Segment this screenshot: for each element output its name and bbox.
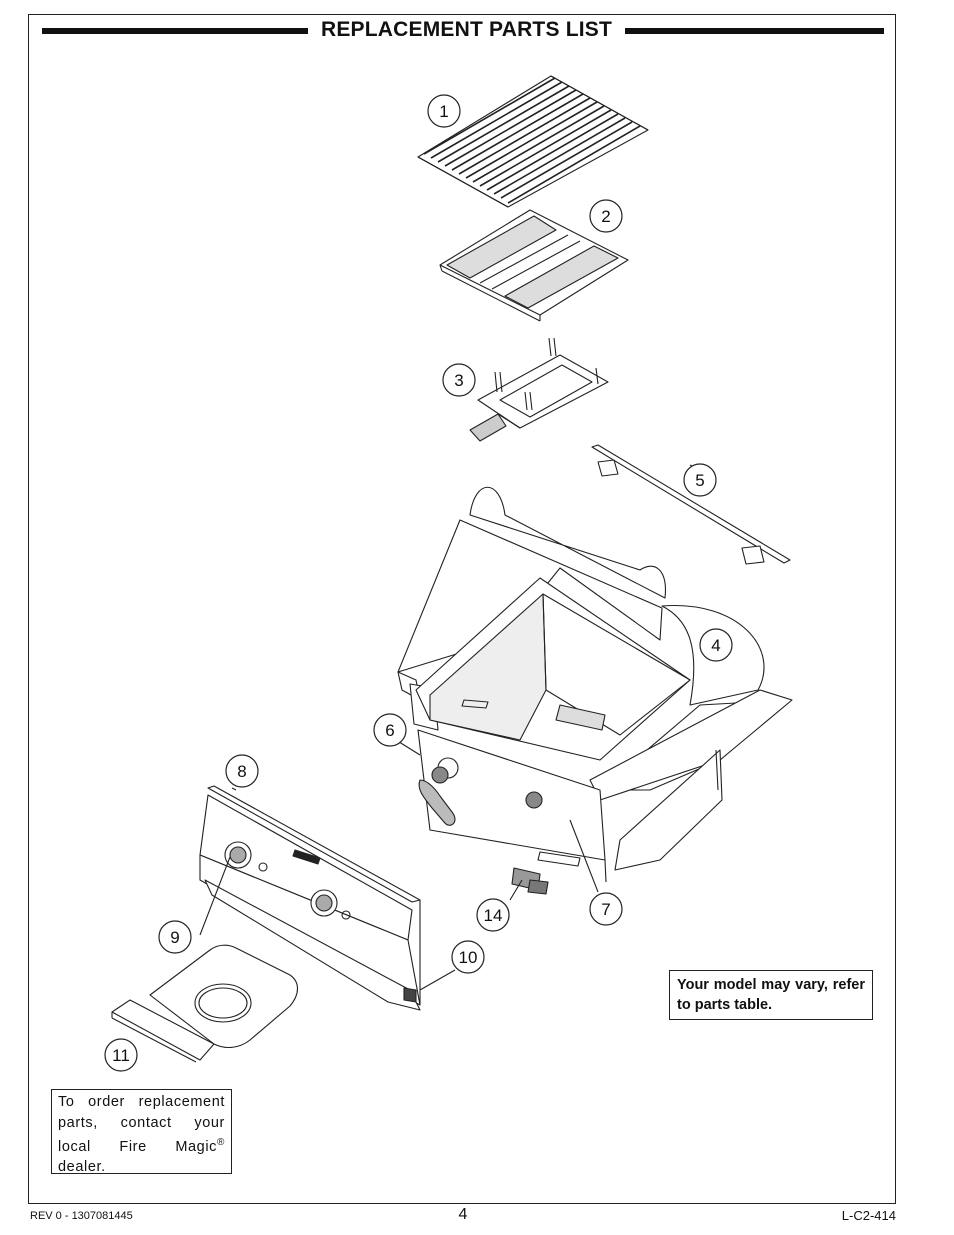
page-border: [28, 14, 896, 1204]
callout-6: 6: [385, 721, 394, 740]
drip-tray-part: [111, 944, 299, 1063]
model-note-text: Your model may vary, refer to parts tabl…: [677, 977, 865, 1013]
valve-manifold-part: [418, 757, 543, 826]
page-number: 4: [458, 1206, 468, 1223]
control-panel-part: [199, 785, 421, 1011]
title-rule-left: [42, 28, 308, 34]
document-code: L-C2-414: [841, 1208, 896, 1223]
grill-body-part: [397, 486, 793, 883]
callout-3: 3: [454, 371, 463, 390]
ignition-module-part: [511, 851, 581, 895]
title-rule-right: [625, 28, 884, 34]
callout-4: 4: [711, 636, 720, 655]
callout-2: 2: [601, 207, 610, 226]
revision-code: REV 0 - 1307081445: [30, 1210, 133, 1222]
heat-shield-bar-part: [591, 444, 791, 565]
page-title: REPLACEMENT PARTS LIST: [320, 18, 613, 41]
model-note-box: Your model may vary, refer to parts tabl…: [669, 970, 873, 1020]
callout-10: 10: [459, 948, 478, 967]
callout-9: 9: [170, 928, 179, 947]
order-parts-text: To order replacement parts, contact your…: [58, 1094, 225, 1155]
burner-part: [469, 337, 609, 442]
order-parts-text-end: dealer.: [58, 1159, 106, 1176]
order-parts-box: To order replacement parts, contact your…: [51, 1089, 232, 1176]
callout-1: 1: [439, 102, 448, 121]
callout-14: 14: [484, 906, 503, 925]
cooking-grid-part: [417, 75, 649, 208]
flavor-grid-part: [439, 209, 629, 322]
callout-11: 11: [112, 1046, 130, 1065]
registered-trademark: ®: [217, 1137, 225, 1148]
callout-5: 5: [695, 471, 704, 490]
callout-8: 8: [237, 762, 246, 781]
callout-7: 7: [601, 900, 610, 919]
